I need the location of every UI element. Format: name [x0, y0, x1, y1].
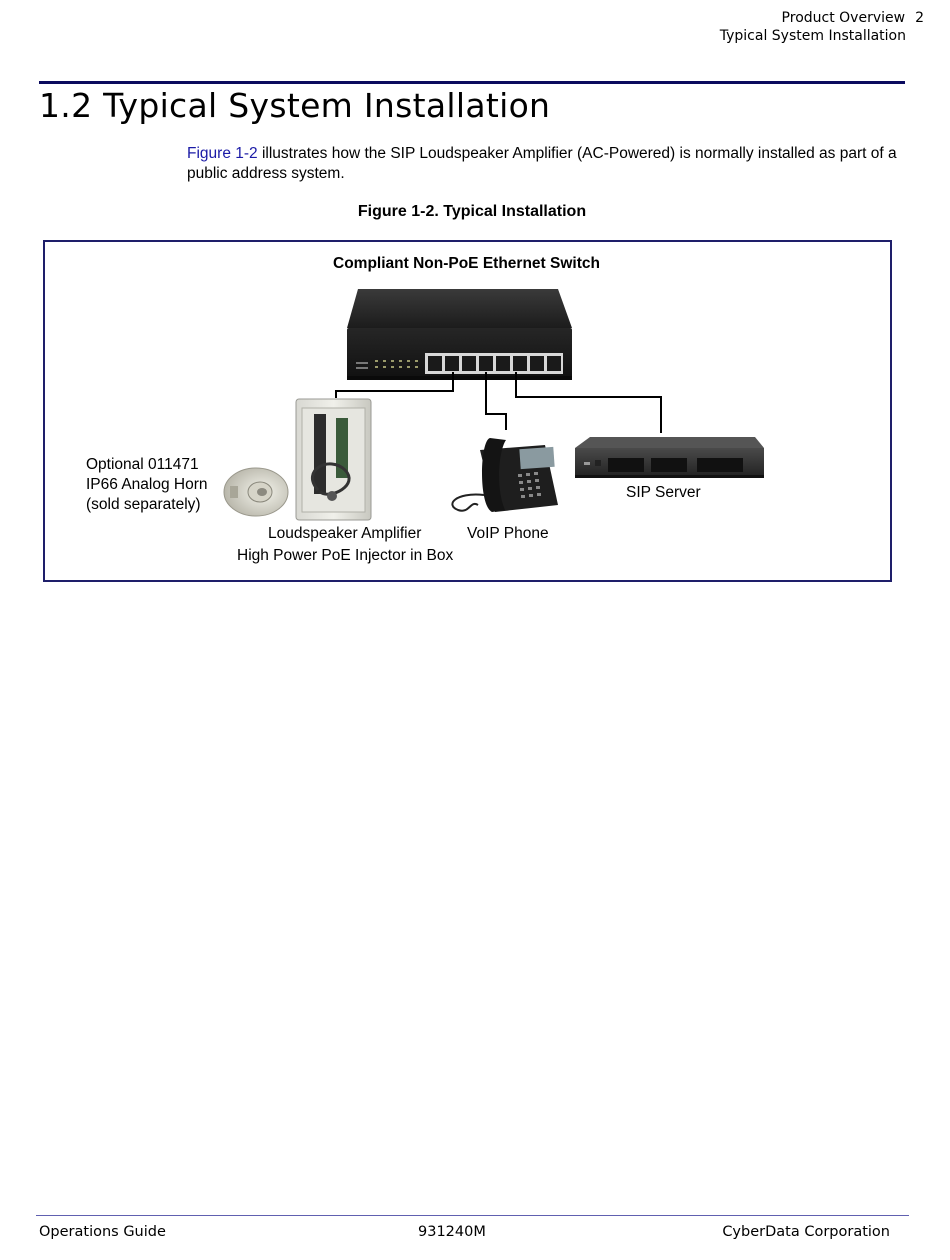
footer-company: CyberData Corporation	[722, 1224, 890, 1240]
figure-caption: Figure 1-2. Typical Installation	[357, 203, 587, 220]
header-chapter: Product Overview 2	[782, 10, 924, 26]
footer-rule	[36, 1215, 909, 1216]
footer-doc-title: Operations Guide	[39, 1224, 166, 1240]
horn-label-line: IP66 Analog Horn	[86, 476, 208, 493]
switch-label: Compliant Non-PoE Ethernet Switch	[333, 255, 600, 272]
intro-paragraph: Figure 1-2 illustrates how the SIP Louds…	[187, 144, 917, 184]
figure-link[interactable]: Figure 1-2	[187, 145, 258, 162]
footer-doc-number: 931240M	[418, 1224, 486, 1240]
section-title: 1.2 Typical System Installation	[39, 86, 551, 125]
sip-server-image	[575, 437, 764, 478]
voip-phone-image	[451, 438, 558, 512]
injector-label: High Power PoE Injector in Box	[237, 547, 454, 564]
header-section: Typical System Installation	[719, 28, 906, 44]
header-page-number: 2	[915, 10, 924, 26]
network-cables	[335, 372, 662, 433]
horn-label-line: (sold separately)	[86, 496, 201, 513]
phone-label: VoIP Phone	[467, 525, 549, 542]
installation-diagram	[223, 289, 764, 521]
sip-server-label: SIP Server	[626, 484, 701, 501]
horn-label-line: Optional 011471	[86, 456, 199, 473]
figure-frame	[43, 240, 892, 582]
header-chapter-text: Product Overview	[781, 10, 906, 26]
amplifier-label: Loudspeaker Amplifier	[268, 525, 422, 542]
horn-label: Optional 011471 IP66 Analog Horn (sold s…	[86, 455, 208, 515]
intro-text: illustrates how the SIP Loudspeaker Ampl…	[187, 145, 897, 182]
title-rule	[39, 81, 905, 84]
ethernet-switch-image	[347, 289, 572, 380]
analog-horn-image	[223, 467, 289, 517]
loudspeaker-amplifier-image	[295, 398, 372, 521]
